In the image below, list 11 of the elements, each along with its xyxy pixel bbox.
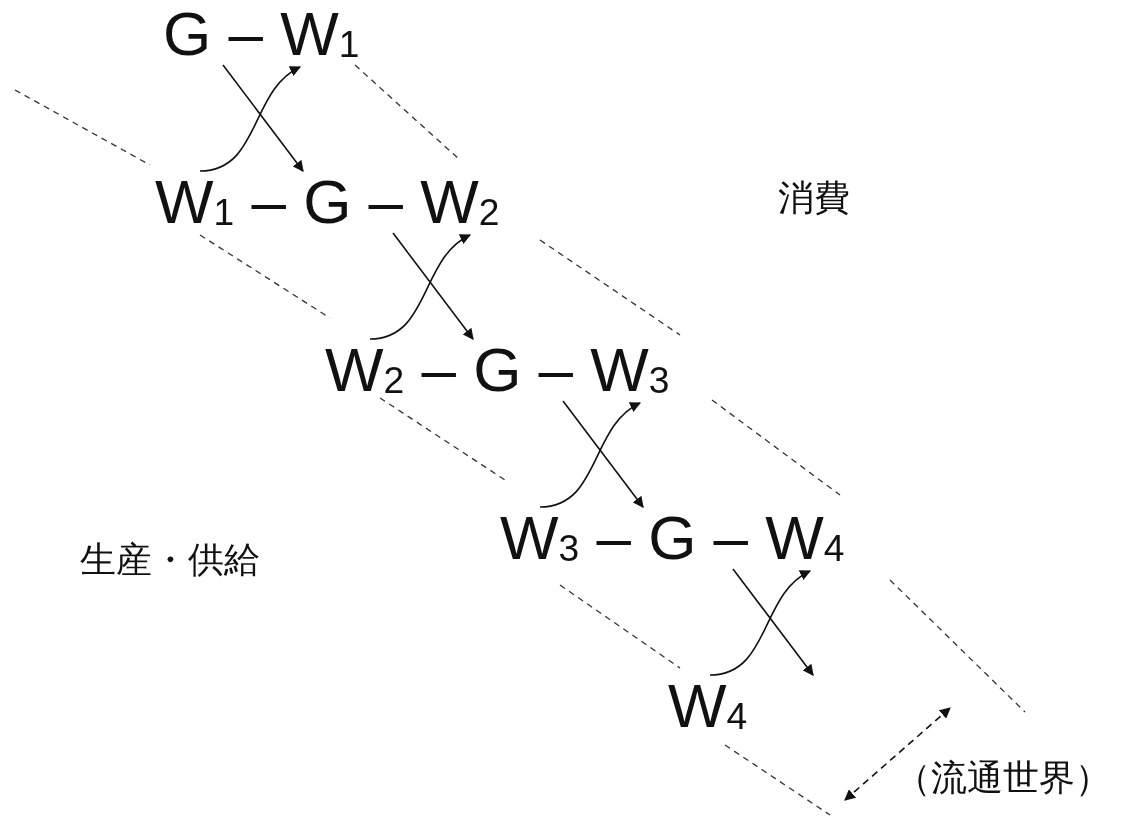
consumption-label: 消費 xyxy=(778,178,850,218)
arrow xyxy=(562,400,644,508)
supply-label: 生産・供給 xyxy=(80,540,260,580)
arrow xyxy=(539,402,641,508)
circulation-label: （流通世界） xyxy=(895,758,1111,798)
arrow xyxy=(709,570,811,676)
arrow xyxy=(199,66,301,172)
arrow xyxy=(392,232,474,340)
arrow xyxy=(732,568,814,676)
arrow xyxy=(369,234,471,340)
arrow xyxy=(222,64,304,172)
